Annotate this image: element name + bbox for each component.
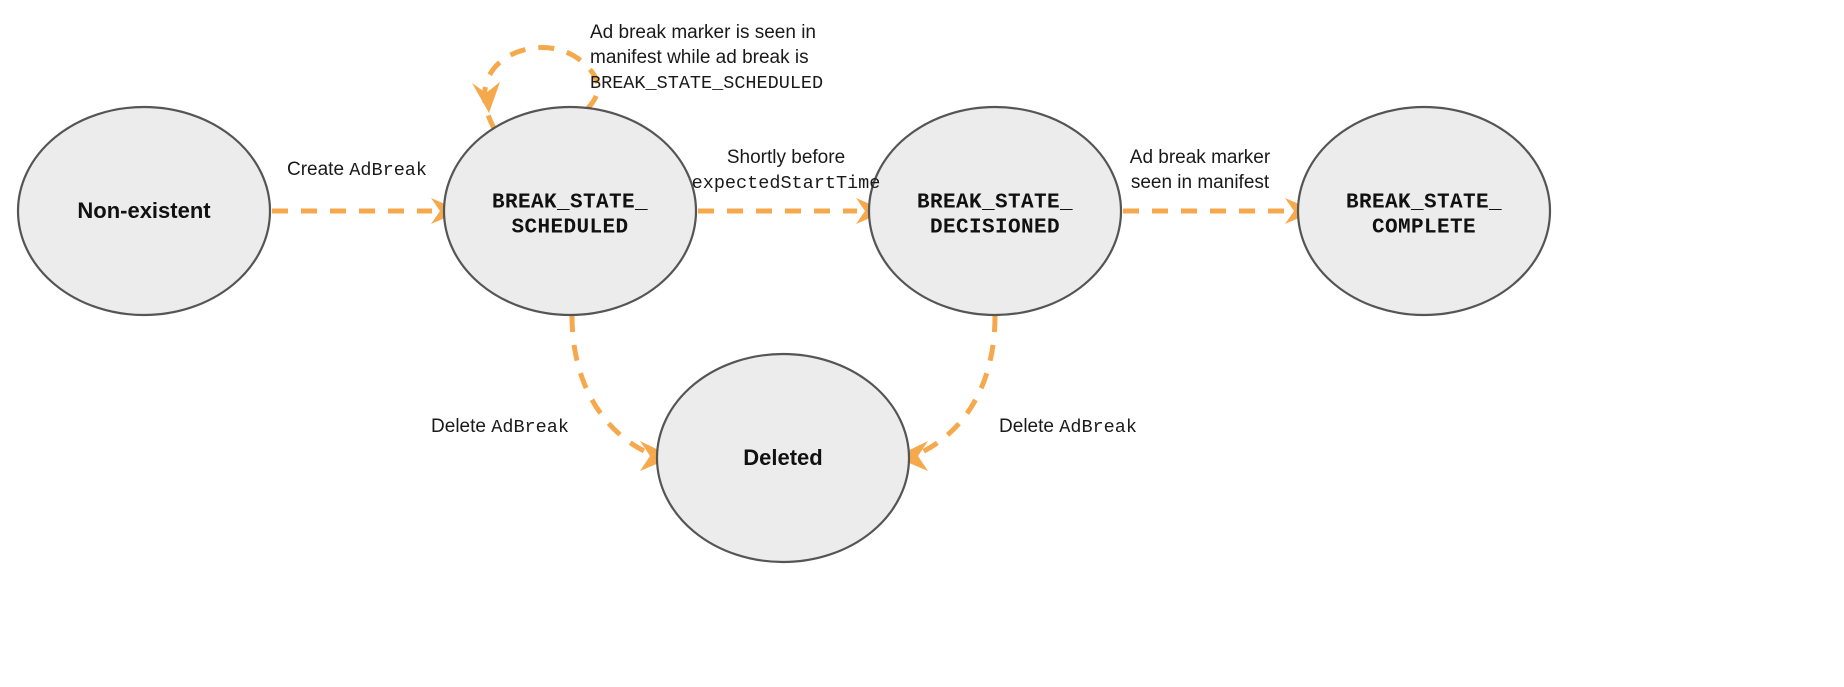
node-label-break-state-scheduled-line1: BREAK_STATE_ xyxy=(492,192,648,215)
edge-label-create-adbreak: Create AdBreak xyxy=(287,159,427,181)
arrowhead-self-loop xyxy=(472,82,500,113)
edge-label-delete-scheduled-part-1: AdBreak xyxy=(491,417,569,438)
node-break-state-scheduled[interactable]: BREAK_STATE_ SCHEDULED xyxy=(442,105,698,317)
edge-label-self-loop-marker-scheduled: Ad break marker is seen in manifest while… xyxy=(590,22,823,94)
node-break-state-complete[interactable]: BREAK_STATE_ COMPLETE xyxy=(1296,105,1552,317)
node-shape-break-state-scheduled[interactable] xyxy=(442,105,698,317)
edge-label-marker-seen-line1: Ad break marker xyxy=(1130,147,1271,168)
node-label-non-existent: Non-existent xyxy=(77,198,211,223)
edge-label-marker-seen-in-manifest: Ad break marker seen in manifest xyxy=(1130,147,1271,193)
edge-label-delete-adbreak-from-decisioned: Delete AdBreak xyxy=(999,416,1137,438)
node-break-state-decisioned[interactable]: BREAK_STATE_ DECISIONED xyxy=(867,105,1123,317)
edge-self-loop-marker-scheduled xyxy=(472,45,601,132)
edge-label-shortly-before-line2: expectedStartTime xyxy=(692,173,881,194)
edge-delete-adbreak-from-decisioned xyxy=(895,315,998,471)
edge-label-delete-decisioned-part-0: Delete xyxy=(999,416,1059,437)
edge-label-create-adbreak-part-0: Create xyxy=(287,159,349,180)
node-shape-non-existent[interactable] xyxy=(16,105,272,317)
node-shape-break-state-complete[interactable] xyxy=(1296,105,1552,317)
node-shape-deleted[interactable] xyxy=(655,352,911,564)
edge-label-self-loop-line3: BREAK_STATE_SCHEDULED xyxy=(590,73,823,94)
edge-path-scheduled-to-deleted xyxy=(569,315,650,456)
edge-label-delete-adbreak-from-scheduled: Delete AdBreak xyxy=(431,416,569,438)
arrowhead-decisioned-to-deleted xyxy=(895,441,928,471)
node-label-break-state-complete-line2: COMPLETE xyxy=(1372,217,1476,240)
edge-label-marker-seen-line2: seen in manifest xyxy=(1131,172,1270,193)
edge-label-shortly-before-line1: Shortly before xyxy=(727,147,845,168)
edge-label-delete-scheduled-part-0: Delete xyxy=(431,416,491,437)
edge-shortly-before-expected-start-time xyxy=(698,198,886,224)
edge-path-decisioned-to-deleted xyxy=(918,315,998,456)
edge-marker-seen-in-manifest xyxy=(1123,198,1315,224)
node-non-existent[interactable]: Non-existent xyxy=(16,105,272,317)
node-label-break-state-decisioned-line1: BREAK_STATE_ xyxy=(917,192,1073,215)
edge-label-delete-decisioned-part-1: AdBreak xyxy=(1059,417,1137,438)
edge-label-self-loop-line2: manifest while ad break is xyxy=(590,47,809,68)
node-deleted[interactable]: Deleted xyxy=(655,352,911,564)
edge-label-create-adbreak-part-1: AdBreak xyxy=(349,160,427,181)
edge-label-shortly-before-expected-start-time: Shortly before expectedStartTime xyxy=(692,147,881,194)
node-label-break-state-decisioned-line2: DECISIONED xyxy=(930,217,1060,240)
edge-create-adbreak xyxy=(272,198,461,224)
node-shape-break-state-decisioned[interactable] xyxy=(867,105,1123,317)
node-label-break-state-scheduled-line2: SCHEDULED xyxy=(511,217,628,240)
node-label-deleted: Deleted xyxy=(743,445,822,470)
node-label-break-state-complete-line1: BREAK_STATE_ xyxy=(1346,192,1502,215)
edge-label-self-loop-line1: Ad break marker is seen in xyxy=(590,22,816,43)
